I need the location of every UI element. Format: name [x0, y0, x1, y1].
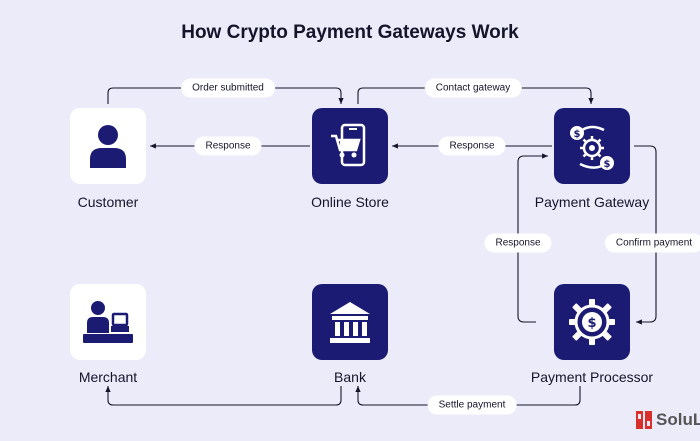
edge-label-response-processor-gateway: Response — [484, 233, 552, 253]
bank-node — [312, 284, 388, 360]
edge-label-settle-payment: Settle payment — [427, 395, 517, 415]
online-store-node — [312, 108, 388, 184]
person-icon — [90, 125, 126, 168]
customer-label: Customer — [77, 194, 139, 210]
edge-bank-merchant — [105, 386, 342, 406]
merchant-node — [70, 284, 146, 360]
edge-label-contact-gateway: Contact gateway — [424, 78, 522, 98]
brand-mark-icon — [636, 411, 652, 429]
bank-label: Bank — [334, 369, 366, 385]
payment-processor-node: $ — [554, 284, 630, 360]
shopping-cart-phone-icon — [331, 123, 366, 167]
cashier-icon — [83, 301, 133, 343]
payment-gateway-label: Payment Gateway — [534, 194, 650, 210]
brand-text: SoluL — [656, 410, 700, 429]
edge-label-confirm-payment: Confirm payment — [604, 233, 700, 253]
gear-coins-icon: $ $ — [570, 125, 614, 170]
svg-text:$: $ — [604, 159, 611, 170]
online-store-label: Online Store — [311, 194, 389, 210]
payment-processor-label: Payment Processor — [530, 369, 654, 385]
gear-dollar-icon: $ — [569, 299, 615, 345]
svg-text:$: $ — [587, 316, 596, 331]
brand-logo: SoluL — [636, 410, 700, 430]
payment-gateway-node: $ $ — [554, 108, 630, 184]
edge-label-response-store-customer: Response — [194, 136, 262, 156]
edge-label-response-gateway-store: Response — [438, 136, 506, 156]
svg-text:$: $ — [574, 129, 581, 140]
customer-node — [70, 108, 146, 184]
diagram-title: How Crypto Payment Gateways Work — [181, 22, 519, 43]
bank-building-icon — [330, 302, 370, 343]
merchant-label: Merchant — [78, 369, 138, 385]
edge-label-order-submitted: Order submitted — [181, 78, 275, 98]
